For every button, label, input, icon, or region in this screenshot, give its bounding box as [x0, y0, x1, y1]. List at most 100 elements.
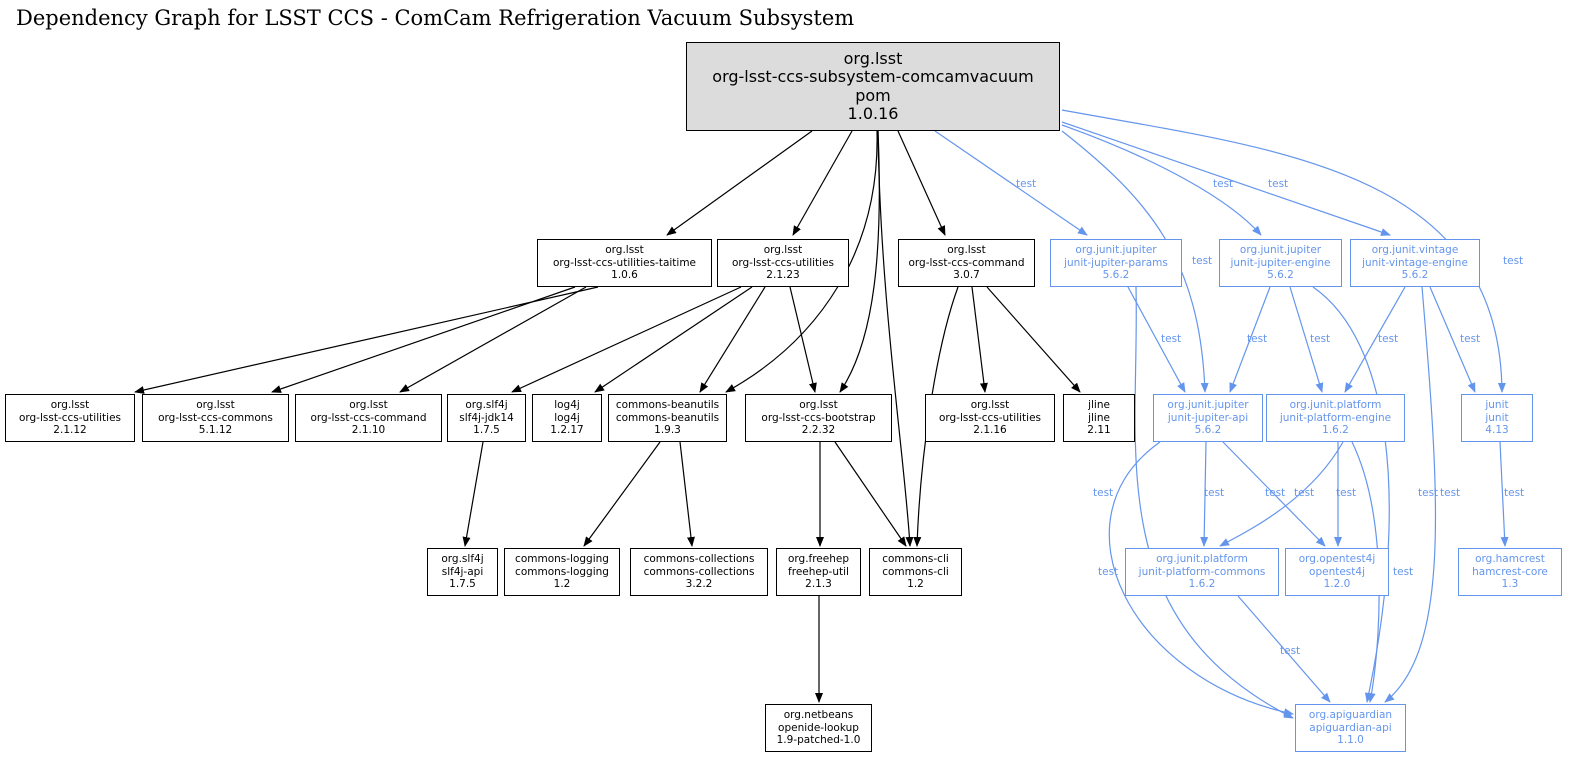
node-version: 1.0.6: [611, 269, 638, 282]
node-group: log4j: [554, 399, 580, 412]
node-group: org.lsst: [799, 399, 838, 412]
node-version: 1.2.17: [550, 424, 584, 437]
node-artifact: slf4j-jdk14: [459, 411, 514, 424]
node-artifact: junit-vintage-engine: [1362, 256, 1468, 269]
node-version: 1.9.3: [654, 424, 681, 437]
node-group: org.lsst: [970, 399, 1010, 412]
node-artifact: openide-lookup: [778, 721, 859, 734]
node-group: org.junit.jupiter: [1167, 399, 1249, 412]
node-version: 1.2: [907, 578, 924, 591]
edge-vintageEngine-to-junit: [1429, 286, 1476, 393]
node-group: org.lsst: [50, 399, 90, 412]
edge-label: test: [1192, 255, 1213, 267]
node-version: 2.11: [1087, 424, 1111, 437]
edge-label: test: [1016, 178, 1037, 190]
edge-jupiterParams-to-apiguardian: [1134, 286, 1294, 719]
edge-root-to-taitime: [666, 130, 813, 236]
node-artifact: org-lsst-ccs-command: [908, 256, 1025, 269]
edge-root-to-utilities2123: [792, 130, 853, 236]
node-artifact: commons-logging: [515, 565, 609, 578]
edge-label: test: [1503, 255, 1524, 267]
node-group: org.lsst: [763, 244, 803, 257]
node-group: commons-cli: [882, 553, 949, 566]
node-version: 4.13: [1485, 424, 1509, 437]
node-artifact: junit-platform-commons: [1138, 565, 1266, 578]
edge-utilities2123-to-bootstrap: [789, 286, 817, 393]
node-group: org.junit.vintage: [1371, 244, 1459, 257]
node-version: 1.9-patched-1.0: [776, 734, 861, 747]
edge-root-to-command307: [897, 130, 946, 236]
node-artifact: jline: [1088, 411, 1110, 424]
node-version: 2.1.10: [351, 424, 386, 437]
edge-vintageEngine-to-apiguardian: [1384, 286, 1437, 703]
edge-label: test: [1265, 487, 1286, 499]
edge-label: test: [1393, 566, 1414, 578]
edge-slf4jJdk14-to-slf4jApi: [462, 441, 484, 547]
edge-command307-to-utilities2116: [971, 286, 988, 393]
node-artifact: org-lsst-ccs-bootstrap: [761, 411, 876, 424]
edge-root-to-junit: [1061, 109, 1506, 393]
edge-junit-to-hamcrest: [1499, 441, 1509, 547]
node-group: junit: [1485, 399, 1509, 412]
edge-label: test: [1213, 178, 1234, 190]
edge-label: test: [1098, 566, 1119, 578]
node-group: org.slf4j: [441, 553, 484, 566]
edge-label: test: [1280, 645, 1301, 657]
node-group: org.hamcrest: [1475, 553, 1545, 566]
edge-platformEngine-to-platformCommons: [1219, 441, 1344, 547]
edge-utilities2123-to-log4j: [594, 286, 753, 393]
node-version: 3.2.2: [685, 578, 713, 591]
edge-command307-to-jline: [986, 286, 1081, 393]
node-group: commons-beanutils: [615, 399, 720, 412]
node-artifact: junit-jupiter-engine: [1230, 256, 1331, 269]
edge-label: test: [1440, 487, 1461, 499]
edge-label: test: [1378, 333, 1399, 345]
node-group: org.junit.platform: [1156, 553, 1248, 566]
node-group: org.netbeans: [783, 709, 854, 722]
node-version: 1.1.0: [1337, 734, 1364, 747]
node-version: 2.1.23: [766, 269, 800, 282]
node-artifact: slf4j-api: [441, 565, 484, 578]
node-group: org.freehep: [787, 553, 850, 566]
node-version: 5.6.2: [1401, 269, 1429, 282]
node-version: 1.6.2: [1188, 578, 1216, 591]
edge-label: test: [1460, 333, 1481, 345]
node-artifact: junit-platform-engine: [1279, 411, 1392, 424]
edge-bootstrap-to-cli: [834, 441, 907, 547]
node-group: org.lsst: [843, 48, 903, 68]
node-version: 1.3: [1501, 578, 1519, 591]
node-group: org.apiguardian: [1308, 709, 1393, 722]
node-version: 1.2.0: [1323, 578, 1351, 591]
edge-vintageEngine-to-platformEngine: [1344, 286, 1406, 393]
